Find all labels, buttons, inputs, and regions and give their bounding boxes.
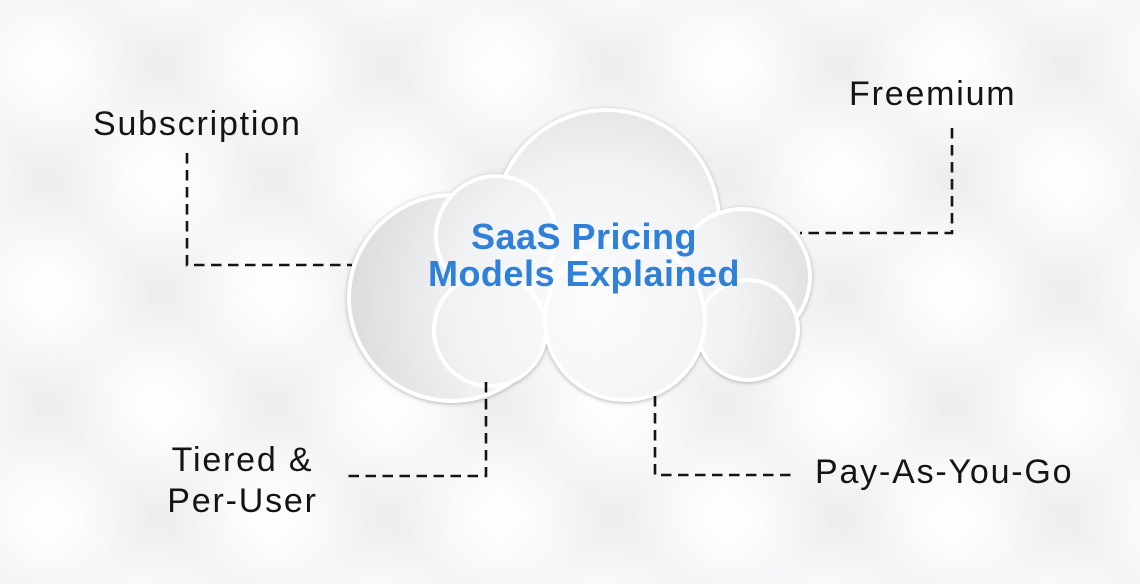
cloud-title-line1: SaaS Pricing <box>470 216 698 257</box>
connector-tiered-per-user <box>348 382 488 478</box>
connector-pay-as-you-go <box>653 396 797 477</box>
connector-subscription <box>185 153 352 267</box>
label-tiered-line1: Tiered & <box>171 441 314 479</box>
cloud-title-line2: Models Explained <box>427 253 741 294</box>
label-freemium: Freemium <box>849 75 1017 113</box>
cloud-lobe-bottom-center <box>543 238 707 402</box>
connector-freemium <box>800 128 954 235</box>
label-pay-as-you-go: Pay-As-You-Go <box>815 453 1074 491</box>
label-subscription: Subscription <box>93 105 302 143</box>
label-tiered-line2: Per-User <box>167 482 318 520</box>
label-tiered-per-user: Tiered & Per-User <box>155 440 330 522</box>
cloud-title: SaaS Pricing Models Explained <box>334 218 834 292</box>
cloud-lobes <box>347 108 812 403</box>
